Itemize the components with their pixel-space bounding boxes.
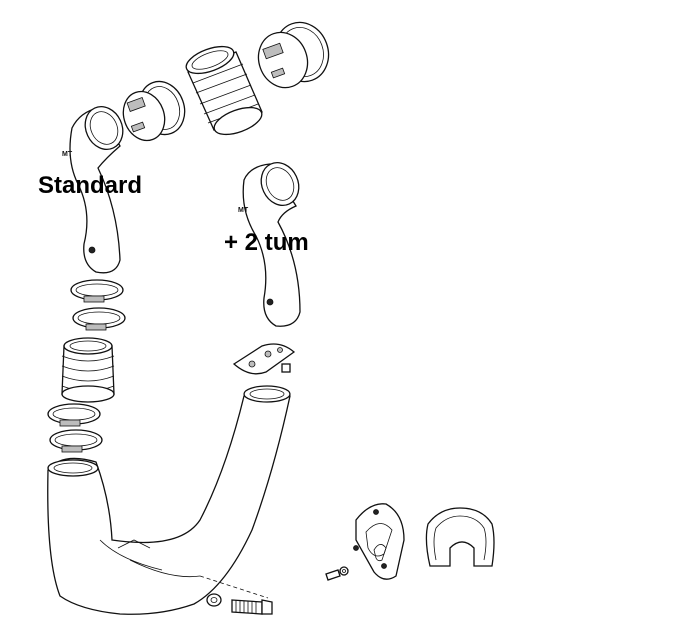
hose-clamp-top-right (257, 21, 330, 89)
mounting-plate (353, 503, 405, 580)
svg-text:MT: MT (238, 207, 249, 214)
hose-clamp-lower-pair-1 (70, 279, 126, 331)
hose-clamp-lower-pair-2 (47, 403, 103, 453)
hose-clamp-top-middle (122, 80, 186, 142)
bolt-with-washer (206, 593, 273, 615)
svg-text:MT: MT (62, 151, 73, 158)
standard-label: Standard (38, 172, 143, 199)
y-exhaust-pipe (47, 385, 291, 615)
standard-elbow-pipe: MT (62, 106, 124, 274)
rubber-seal-gasket (425, 507, 495, 567)
gasket-plate-top (232, 343, 296, 375)
rubber-coupler-lower (61, 337, 115, 403)
rubber-coupler-top (185, 45, 263, 136)
small-screw (325, 566, 349, 581)
extension-label: + 2 tum (224, 229, 309, 256)
extension-elbow-pipe: MT (238, 162, 301, 327)
